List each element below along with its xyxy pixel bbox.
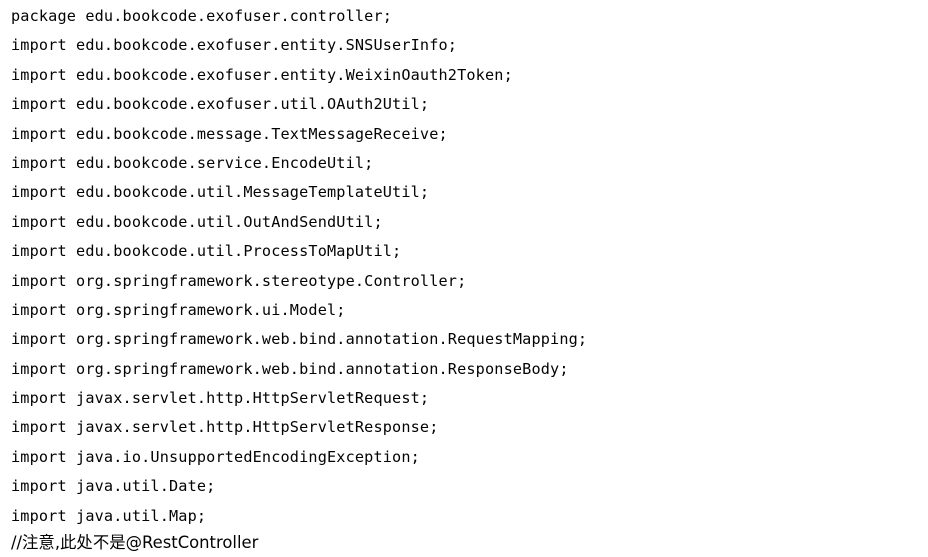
code-line: import java.util.Date; (11, 477, 216, 496)
code-line-comment: //注意,此处不是@RestController (11, 533, 259, 553)
code-line: import java.util.Map; (11, 506, 207, 525)
code-line: import edu.bookcode.service.EncodeUtil; (11, 153, 374, 172)
code-line: import javax.servlet.http.HttpServletReq… (11, 389, 430, 408)
code-line: import org.springframework.stereotype.Co… (11, 271, 467, 290)
code-line: package edu.bookcode.exofuser.controller… (11, 7, 393, 25)
code-line: import edu.bookcode.exofuser.entity.Weix… (11, 65, 513, 84)
code-line: import edu.bookcode.util.OutAndSendUtil; (11, 212, 383, 231)
code-line: import java.io.UnsupportedEncodingExcept… (11, 447, 420, 466)
code-line: import edu.bookcode.exofuser.util.OAuth2… (11, 95, 430, 114)
code-line: import edu.bookcode.util.ProcessToMapUti… (11, 242, 402, 261)
code-line: import edu.bookcode.message.TextMessageR… (11, 124, 448, 143)
code-line: import javax.servlet.http.HttpServletRes… (11, 418, 439, 437)
code-line: import org.springframework.web.bind.anno… (11, 330, 588, 349)
code-line: import org.springframework.web.bind.anno… (11, 359, 569, 378)
code-line: import edu.bookcode.exofuser.entity.SNSU… (11, 36, 458, 55)
code-line: import edu.bookcode.util.MessageTemplate… (11, 183, 430, 202)
code-line: import org.springframework.ui.Model; (11, 300, 346, 319)
